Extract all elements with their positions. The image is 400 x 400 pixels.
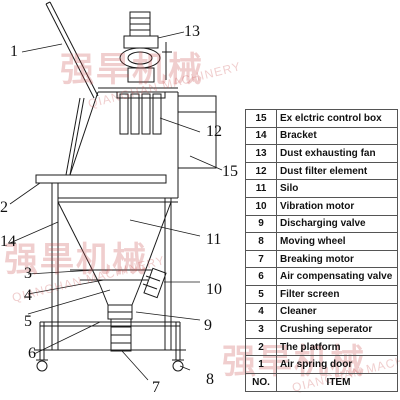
silo <box>35 91 179 350</box>
dust-filter-element <box>116 91 166 135</box>
row-item: Bracket <box>276 126 398 146</box>
row-no: 6 <box>245 267 277 286</box>
row-no: 7 <box>245 249 277 269</box>
header-no: NO. <box>245 372 277 392</box>
row-no: 14 <box>245 126 277 146</box>
callout-5: 5 <box>24 313 32 330</box>
callout-1: 1 <box>10 43 18 60</box>
vibration-motor <box>142 267 167 299</box>
moving-wheel <box>36 359 184 372</box>
row-no: 15 <box>245 109 277 128</box>
callout-2: 2 <box>0 199 8 216</box>
row-no: 8 <box>245 232 277 251</box>
row-no: 1 <box>245 355 277 374</box>
row-no: 12 <box>245 161 277 181</box>
callout-6: 6 <box>28 345 36 362</box>
row-item: Dust filter element <box>276 161 398 181</box>
row-no: 3 <box>245 320 277 339</box>
table-header-row: NO.ITEM <box>245 372 398 392</box>
leader-lines <box>9 31 223 381</box>
row-item: Silo <box>276 179 398 198</box>
callout-4: 4 <box>24 287 32 304</box>
row-item: Air compensating valve <box>276 267 398 286</box>
row-item: Filter screen <box>276 284 398 304</box>
callout-15: 15 <box>222 163 238 180</box>
callout-3: 3 <box>24 265 32 282</box>
row-no: 10 <box>245 196 277 216</box>
callout-14: 14 <box>0 233 16 250</box>
row-no: 13 <box>245 144 277 163</box>
row-item: Crushing seperator <box>276 320 398 339</box>
row-item: Cleaner <box>276 302 398 322</box>
discharging-valve <box>107 304 133 320</box>
row-item: Breaking motor <box>276 249 398 269</box>
row-item: Dust exhausting fan <box>276 144 398 163</box>
callout-12: 12 <box>206 123 222 140</box>
row-item: Vibration motor <box>276 196 398 216</box>
row-no: 5 <box>245 284 277 304</box>
header-item: ITEM <box>276 372 398 392</box>
callout-7: 7 <box>152 379 160 396</box>
breaking-motor <box>110 318 132 352</box>
callout-11: 11 <box>206 231 222 248</box>
callout-13: 13 <box>184 23 200 40</box>
row-item: Air spring door <box>276 355 398 374</box>
row-item: Moving wheel <box>276 232 398 251</box>
dust-exhausting-fan <box>119 11 172 83</box>
callout-8: 8 <box>206 371 214 388</box>
callout-9: 9 <box>204 317 212 334</box>
callout-10: 10 <box>206 281 222 298</box>
row-item: Ex elctric control box <box>276 109 398 128</box>
row-item: The platform <box>276 337 398 357</box>
row-no: 2 <box>245 337 277 357</box>
row-no: 4 <box>245 302 277 322</box>
air-spring-door <box>45 1 99 176</box>
row-no: 11 <box>245 179 277 198</box>
row-no: 9 <box>245 214 277 234</box>
row-item: Discharging valve <box>276 214 398 234</box>
